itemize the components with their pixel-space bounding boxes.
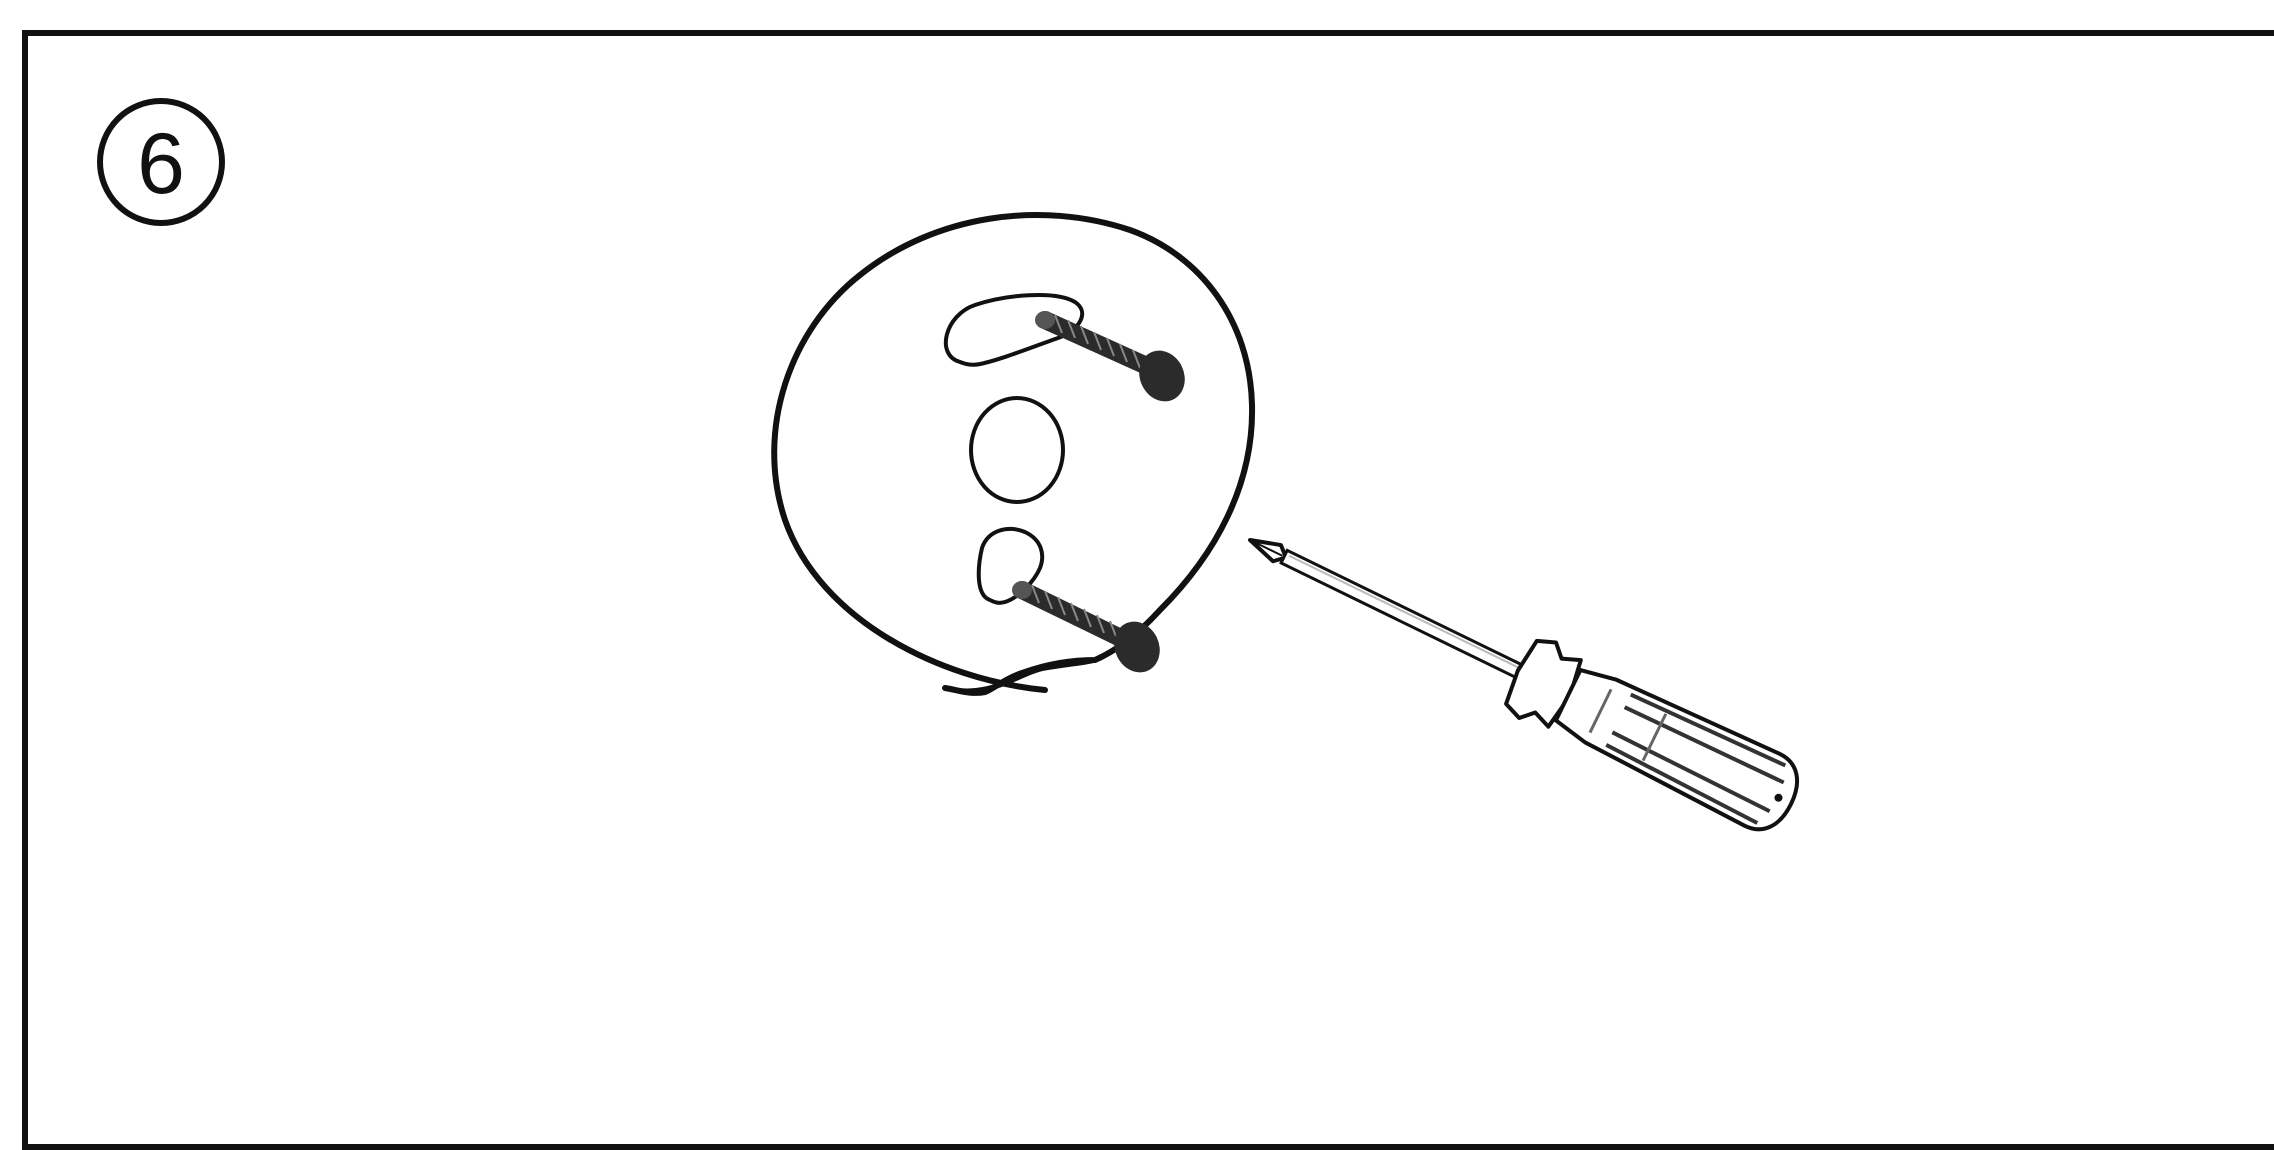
assembly-illustration: [771, 212, 1800, 832]
instruction-panel: 6: [22, 30, 2274, 1150]
center-hole: [969, 396, 1065, 504]
screwdriver-handle: [1553, 668, 1800, 832]
screw-shaft: [1036, 311, 1169, 381]
screw-thread: [1054, 314, 1141, 369]
step-frame: [22, 30, 2274, 1150]
screw-head: [1139, 350, 1185, 402]
screw-tip: [1012, 581, 1032, 599]
phillips-screwdriver-icon: [1248, 538, 1800, 832]
tip-cross: [1254, 541, 1283, 557]
step-number-badge: 6: [97, 98, 225, 226]
screw-icon: [1035, 311, 1185, 402]
handle-end-dot: [1774, 793, 1783, 802]
upper-slot: [943, 293, 1085, 367]
screw-icon: [1012, 581, 1160, 673]
step-number-label: 6: [137, 116, 185, 212]
handle-grooves: [1605, 692, 1787, 825]
handle-shading: [1588, 688, 1668, 762]
screw-tip: [1035, 311, 1055, 329]
mounting-plate-icon: [771, 212, 1256, 696]
shaft-highlight: [1288, 554, 1522, 670]
plate-bottom-notch: [942, 657, 1098, 694]
screw-head: [1114, 621, 1160, 673]
screw-thread: [1031, 584, 1118, 640]
lower-slot: [976, 527, 1045, 605]
plate-outline: [771, 212, 1256, 696]
